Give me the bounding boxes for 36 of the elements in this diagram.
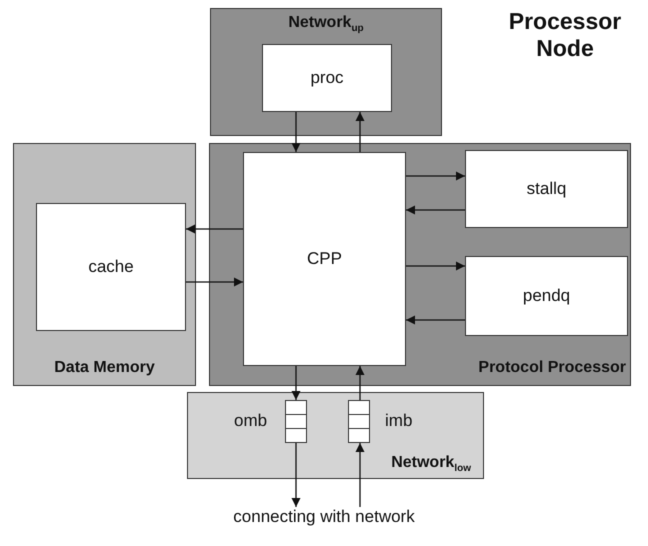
- arrow: [406, 206, 465, 214]
- component-label: stallq: [526, 179, 566, 199]
- module-panel: [209, 143, 631, 386]
- component-label: cache: [88, 257, 134, 277]
- arrow: [406, 262, 465, 270]
- arrow: [356, 443, 364, 507]
- module-panel: [210, 8, 442, 136]
- arrow: [292, 443, 300, 507]
- panel-label: Protocol Processor: [478, 359, 626, 377]
- component-box: [36, 203, 186, 331]
- queue-label: omb: [234, 411, 268, 431]
- module-panel: [13, 143, 196, 386]
- arrow: [292, 366, 300, 400]
- queue-box: [348, 400, 370, 443]
- panel-label: Data Memory: [53, 359, 156, 377]
- component-box: [465, 256, 628, 336]
- panel-label: Network$_{up}$: [287, 14, 365, 34]
- arrow: [406, 172, 465, 180]
- component-box: [262, 44, 392, 112]
- component-box: [465, 150, 628, 228]
- arrow: [292, 112, 300, 152]
- panel-label: Network$_{low}$: [391, 454, 471, 474]
- arrow: [356, 112, 364, 152]
- arrow: [406, 316, 465, 324]
- arrow: [186, 278, 243, 286]
- module-panel: [187, 392, 484, 479]
- arrow: [186, 224, 243, 234]
- component-label: pendq: [522, 286, 570, 306]
- queue-label: imb: [385, 411, 412, 431]
- diagram-title: Processor Node: [508, 8, 622, 62]
- arrow: [356, 366, 364, 400]
- component-box: [243, 152, 406, 366]
- component-label: proc: [310, 68, 344, 88]
- caption-text: connecting with network: [224, 507, 424, 527]
- component-label: CPP: [307, 249, 342, 269]
- queue-box: [285, 400, 307, 443]
